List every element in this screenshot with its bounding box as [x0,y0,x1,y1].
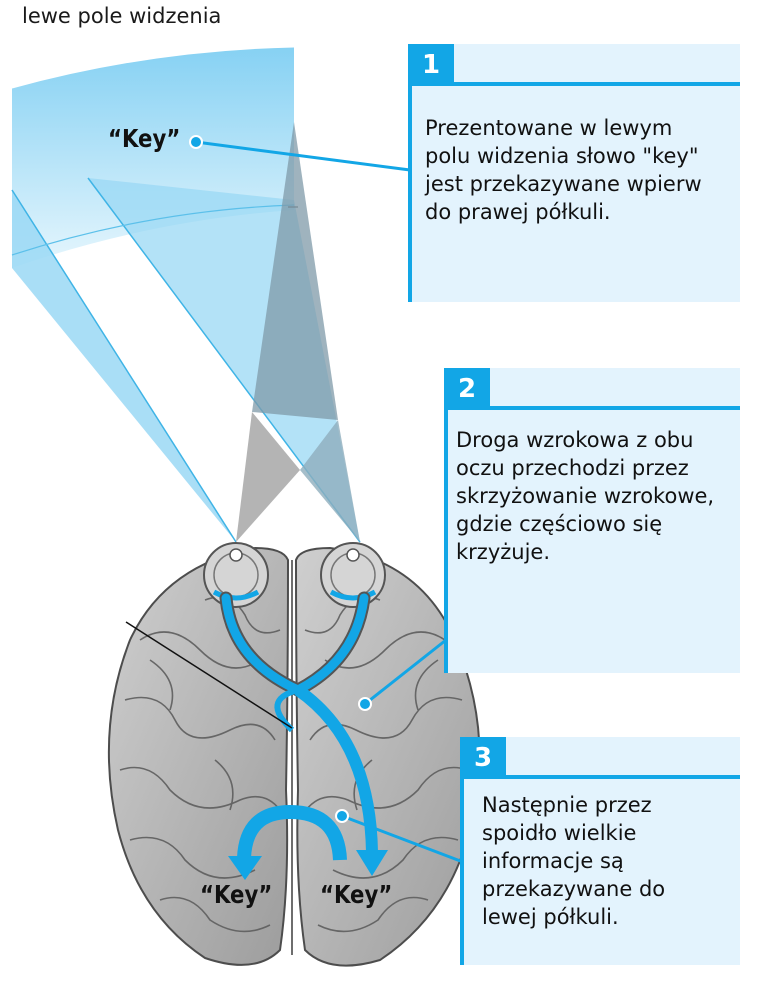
leader-line-1 [195,140,411,172]
brain [107,546,481,967]
panel-2-text: Droga wzrokowa z obu oczu przechodzi prz… [456,428,715,564]
leader-dot-3 [335,809,349,823]
field-arc [11,204,295,256]
left-eye [203,542,269,608]
left-optic-nerve [221,593,303,695]
leader-dot-1 [189,135,203,149]
leader-line-2 [364,638,447,706]
panel-2-rule [444,406,740,410]
panel-1-number: 1 [408,44,454,86]
right-optic-nerve [293,593,369,695]
panel-3-text: Następnie przez spoidło wielkie informac… [482,793,666,929]
panel-2-number: 2 [444,368,490,410]
left-eye-field-edge [11,189,237,543]
leader-dot-2 [358,697,372,711]
central-cone-lower-left [236,412,300,542]
field-edge-top [11,46,295,89]
leader-line-3 [341,814,464,864]
panel-1-text: Prezentowane w lewym polu widzenia słowo… [425,116,702,224]
callout-panel-1: 1 Prezentowane w lewym polu widzenia sło… [408,44,740,302]
word-label-visual-field: “Key” [108,124,181,153]
panel-3-number: 3 [460,737,506,779]
section-line [125,621,293,729]
panel-3-rule [460,775,740,779]
visual-field-title: lewe pole widzenia [22,4,222,28]
panel-1-rule [408,82,740,86]
word-label-right-hemisphere: “Key” [320,880,393,909]
tract-arrowhead [356,850,388,876]
fixation-cones [236,122,360,542]
central-cone-upper [252,122,338,420]
central-cone-lower-right [300,420,360,542]
callosal-transfer-arrow [228,804,347,880]
callout-panel-2: 2 Droga wzrokowa z obu oczu przechodzi p… [444,368,740,673]
callout-panel-3: 3 Następnie przez spoidło wielkie inform… [460,737,740,965]
right-eye [320,542,386,608]
optic-pathway [219,591,388,876]
leader-lines [125,135,464,864]
word-label-left-hemisphere: “Key” [200,880,273,909]
